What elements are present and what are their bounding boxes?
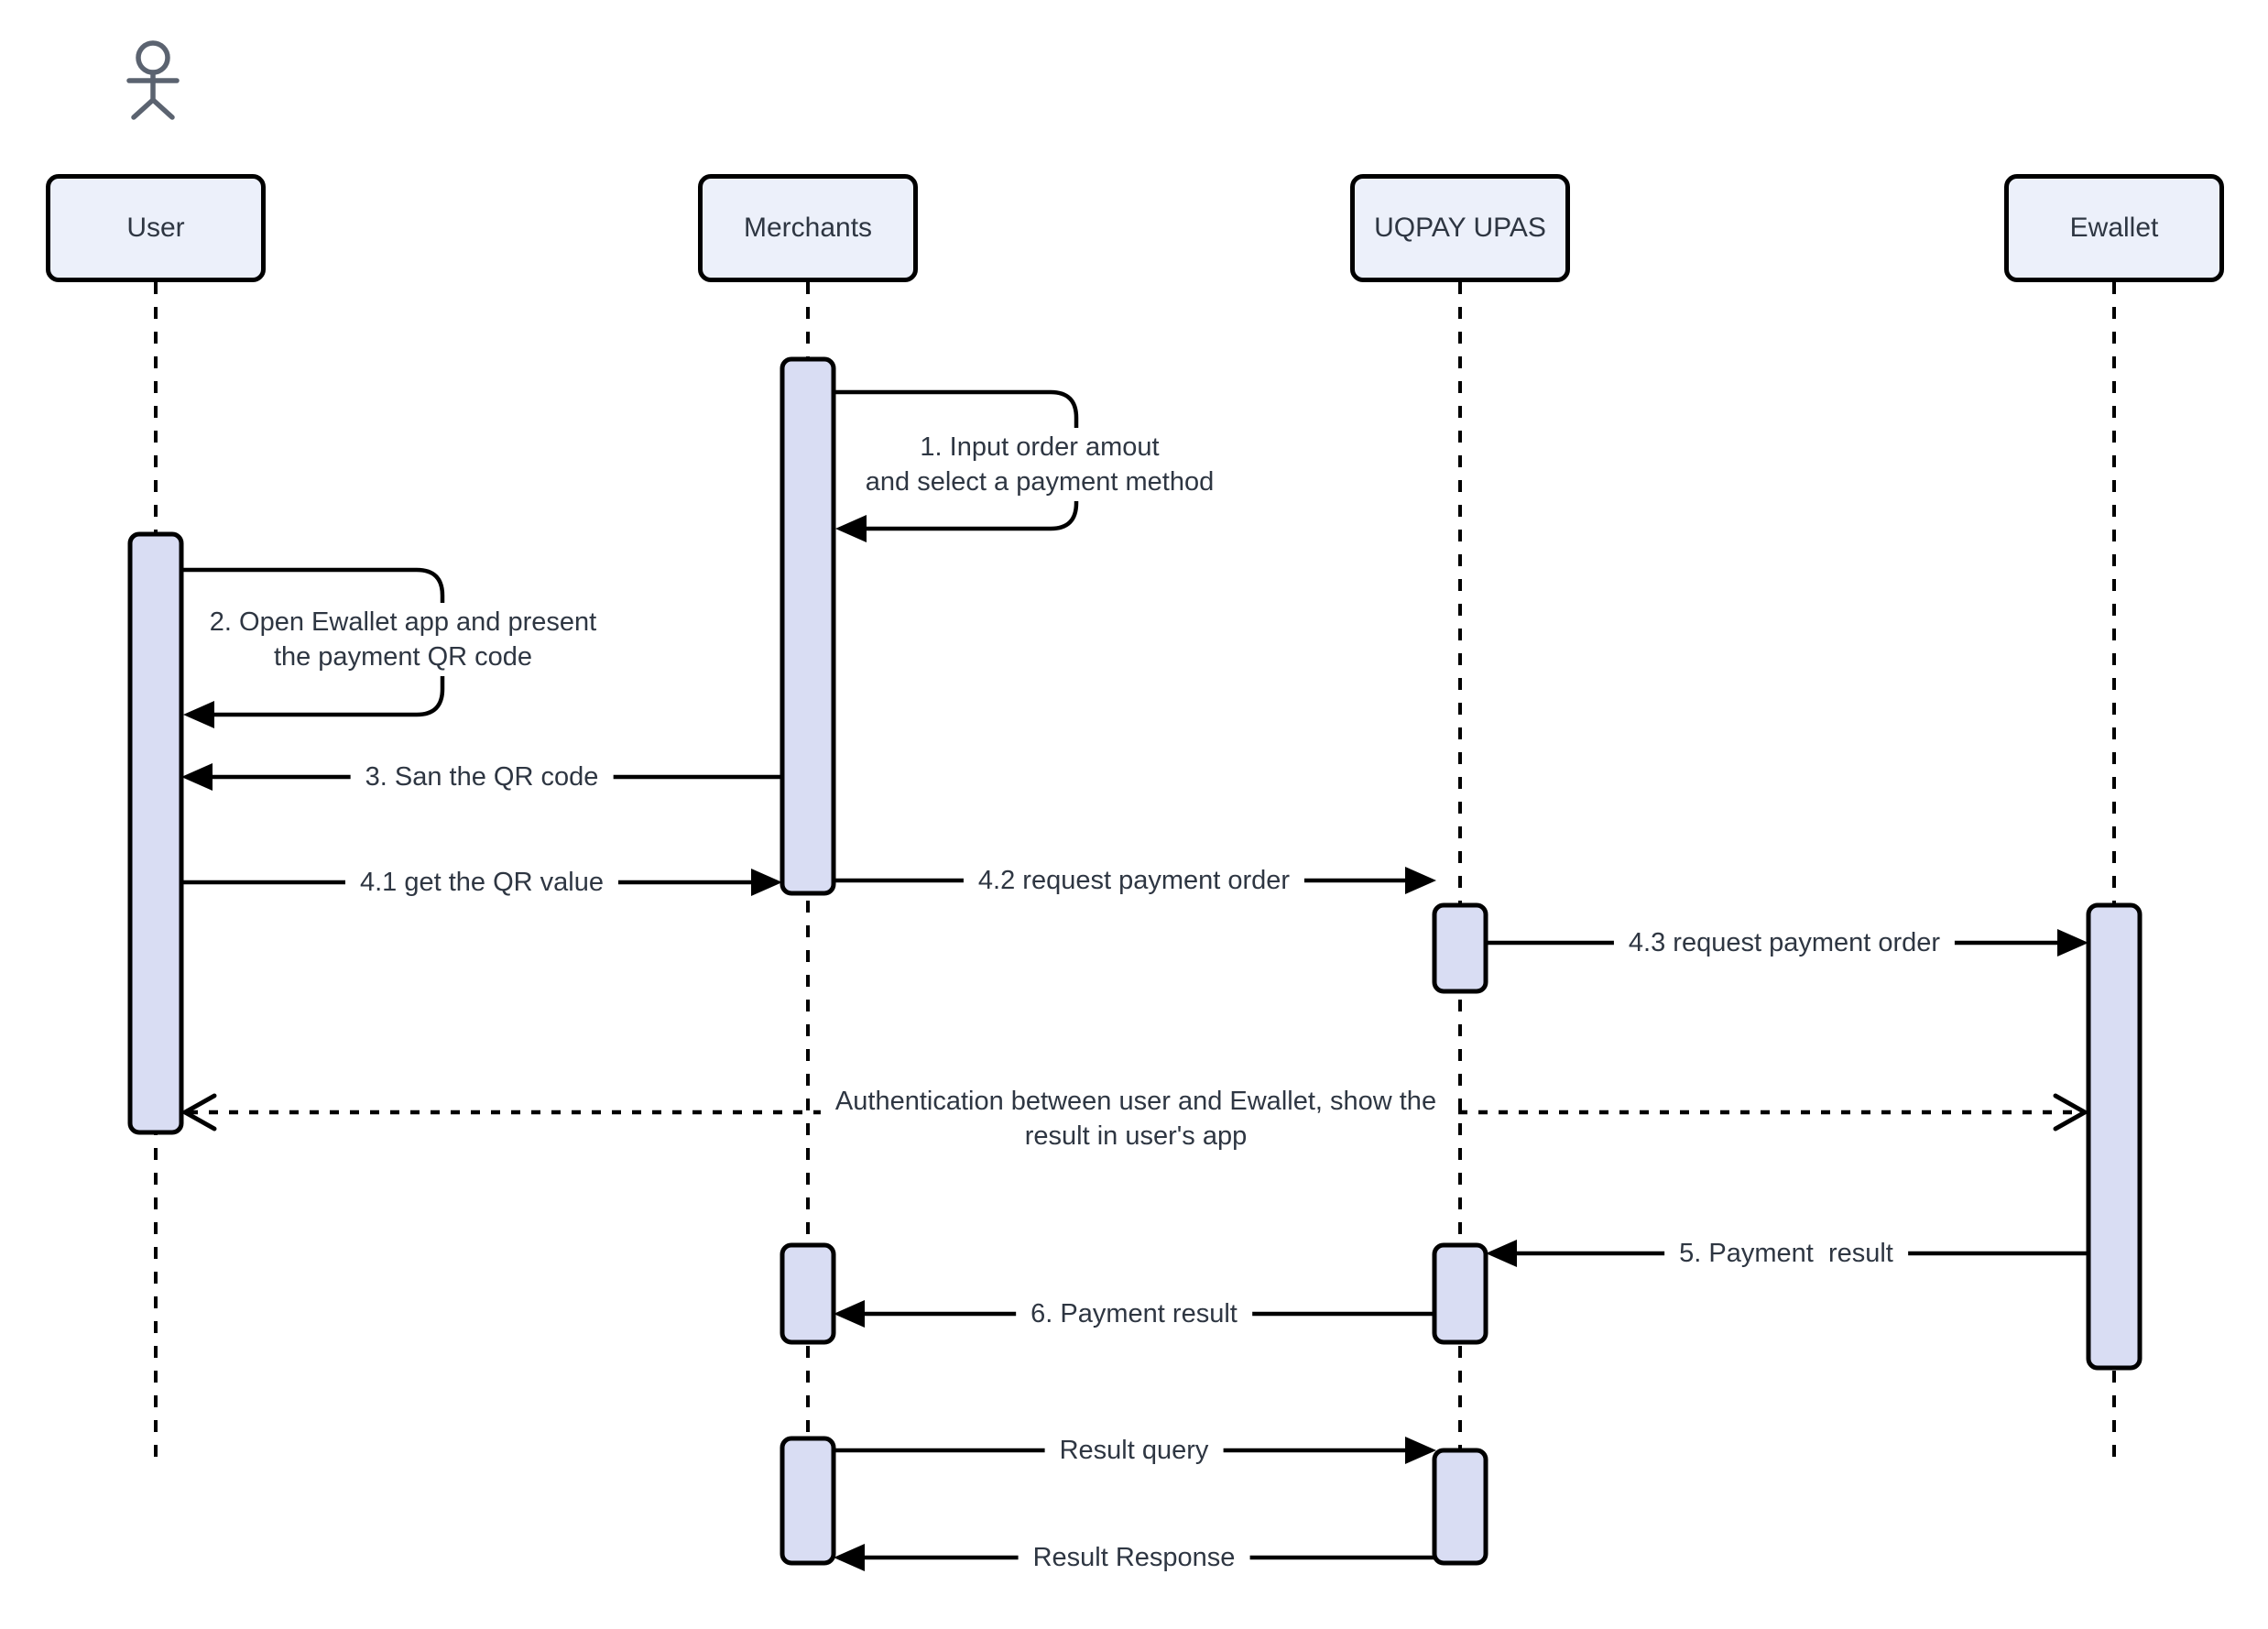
- user-actor-icon: [126, 40, 180, 120]
- lifelines: [154, 282, 2116, 1563]
- activation-merchants-3: [780, 1436, 836, 1566]
- message-label-result-query: Result query: [1044, 1431, 1224, 1470]
- lifeline-label-uqpay: UQPAY UPAS: [1374, 213, 1546, 243]
- lifeline-header-ewallet: Ewallet: [2004, 174, 2224, 282]
- lifeline-label-user: User: [126, 213, 185, 243]
- activation-merchants-1: [780, 356, 836, 896]
- lifeline-label-ewallet: Ewallet: [2069, 213, 2159, 243]
- arrow-authentication: [182, 1093, 2088, 1132]
- activation-uqpay-2: [1432, 1242, 1488, 1345]
- message-label-authentication: Authentication between user and Ewallet,…: [820, 1082, 1452, 1155]
- message-label-request-payment-1: 4.2 request payment order: [963, 861, 1305, 900]
- message-label-input-order: 1. Input order amout and select a paymen…: [850, 428, 1229, 501]
- message-label-payment-result-2: 6. Payment result: [1016, 1295, 1252, 1333]
- message-label-get-qr-value: 4.1 get the QR value: [345, 863, 618, 902]
- lifeline-header-merchants: Merchants: [698, 174, 918, 282]
- activation-user: [127, 531, 184, 1135]
- activation-merchants-2: [780, 1242, 836, 1345]
- activation-uqpay-1: [1432, 902, 1488, 994]
- message-label-payment-result-1: 5. Payment result: [1664, 1234, 1908, 1273]
- lifeline-header-uqpay: UQPAY UPAS: [1350, 174, 1570, 282]
- activation-uqpay-3: [1432, 1448, 1488, 1566]
- message-label-scan-qr: 3. San the QR code: [350, 758, 614, 796]
- lifeline-header-user: User: [46, 174, 266, 282]
- lifeline-label-merchants: Merchants: [743, 213, 873, 243]
- message-label-result-response: Result Response: [1018, 1538, 1250, 1577]
- message-label-request-payment-2: 4.3 request payment order: [1613, 924, 1956, 962]
- activation-bars: [127, 356, 2143, 1566]
- message-label-open-ewallet: 2. Open Ewallet app and present the paym…: [194, 603, 612, 676]
- activation-ewallet: [2086, 902, 2143, 1371]
